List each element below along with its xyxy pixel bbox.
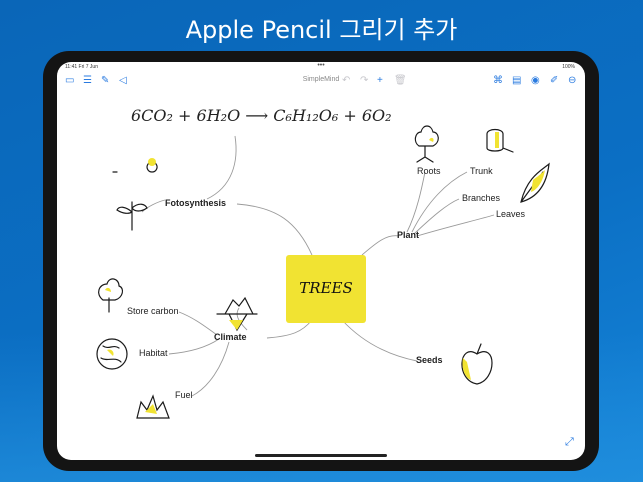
node-habitat[interactable]: Habitat (139, 348, 168, 358)
promo-headline: Apple Pencil 그리기 추가 (185, 16, 458, 44)
list-icon[interactable]: ☰ (83, 75, 92, 86)
node-climate[interactable]: Climate (214, 332, 247, 342)
node-leaves[interactable]: Leaves (496, 209, 526, 219)
node-fotosynthesis[interactable]: Fotosynthesis (165, 198, 227, 208)
home-indicator[interactable] (255, 454, 387, 457)
layout-icon[interactable]: ⌘ (493, 75, 503, 86)
node-fuel[interactable]: Fuel (175, 390, 193, 400)
add-icon[interactable]: + (377, 75, 383, 86)
document-title: SimpleMind (302, 76, 340, 83)
outline-icon[interactable]: ▤ (512, 75, 522, 86)
node-plant[interactable]: Plant (397, 230, 420, 240)
node-trunk[interactable]: Trunk (470, 166, 493, 176)
app-screen: 11:41 Fri 7 Jun ••• 100% ▭ ☰ ✎ ◁ ↶ ↷ + 🗑… (57, 62, 585, 460)
palette-icon[interactable]: ◉ (531, 75, 540, 86)
status-time: 11:41 Fri 7 Jun (65, 64, 98, 70)
status-bar: 11:41 Fri 7 Jun ••• 100% (57, 62, 585, 72)
sidebar-icon[interactable]: ▭ (65, 75, 75, 86)
formula-drawing[interactable]: 6CO₂ + 6H₂O ⟶ C₆H₁₂O₆ + 6O₂ (131, 106, 392, 125)
node-seeds[interactable]: Seeds (416, 355, 443, 365)
node-branches[interactable]: Branches (462, 193, 501, 203)
apple-sketch (461, 343, 493, 385)
battery-indicator: 100% (562, 64, 575, 70)
expand-icon[interactable]: ⤢ (565, 436, 574, 448)
more-icon[interactable]: ⊖ (568, 75, 577, 86)
tree-roots-sketch (414, 125, 439, 163)
seedling-sketch (112, 161, 158, 231)
carbon-tree-sketch (98, 278, 124, 313)
trash-icon[interactable]: 🗑 (394, 75, 407, 86)
globe-sketch (96, 338, 128, 370)
node-roots[interactable]: Roots (417, 166, 441, 176)
node-store-carbon[interactable]: Store carbon (127, 306, 179, 316)
central-topic-node[interactable]: TREES (286, 255, 366, 323)
redo-icon[interactable]: ↷ (360, 75, 369, 86)
central-topic-label: TREES (299, 279, 353, 297)
undo-icon[interactable]: ↶ (342, 75, 351, 86)
pencil-icon[interactable]: ✐ (550, 75, 559, 86)
trunk-sketch (486, 128, 514, 153)
fire-sketch (136, 394, 170, 419)
multitask-dots-icon[interactable]: ••• (317, 62, 325, 69)
compose-icon[interactable]: ✎ (101, 75, 110, 86)
back-triangle-icon[interactable]: ◁ (119, 75, 127, 86)
toolbar: ▭ ☰ ✎ ◁ ↶ ↷ + 🗑 ⌘ ▤ ◉ ✐ ⊖ (57, 72, 585, 90)
